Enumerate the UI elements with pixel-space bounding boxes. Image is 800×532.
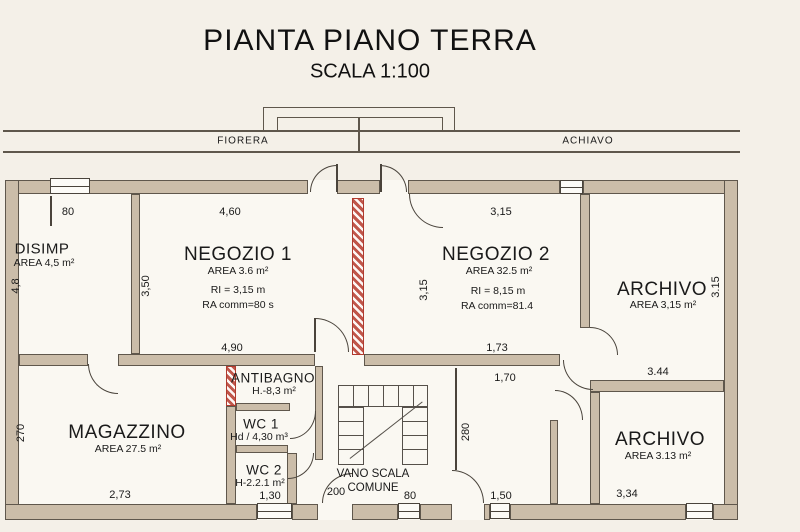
dim-magazzino-height: 270 <box>15 423 27 443</box>
stair-tread-line <box>402 449 428 451</box>
room-label-archivio-top: ARCHIVO <box>616 279 708 300</box>
wall-archivio-divider <box>590 380 724 392</box>
room-label-negozio2: NEGOZIO 2 <box>442 244 550 265</box>
wall-archivio-bottom-left <box>590 392 600 504</box>
dim-negozio2-left: 3,15 <box>418 279 430 301</box>
wall-disimp-negozio1 <box>131 194 140 354</box>
facade-strip-top-line <box>3 130 740 132</box>
stair-tread-line <box>338 449 364 451</box>
room-area-archivio-top: AREA 3,15 m² <box>629 299 697 311</box>
room-ri-negozio1: RI = 3,15 m <box>210 284 266 296</box>
room-note-antibagno: H.-8,3 m² <box>252 385 296 397</box>
room-label-wc1: WC 1 <box>243 416 279 432</box>
dim-midroom-top: 1,70 <box>494 372 516 384</box>
room-label-wc2: WC 2 <box>246 462 282 478</box>
page-title: PIANTA PIANO TERRA <box>203 24 537 57</box>
dim-negozio2-bottom: 1,73 <box>486 342 508 354</box>
stair-tread-line <box>368 385 370 407</box>
stair-tread-line <box>398 385 400 407</box>
wall-row1-bottom-a <box>19 354 88 366</box>
room-area-negozio2: AREA 32.5 m² <box>465 265 533 277</box>
room-area-magazzino: AREA 27.5 m² <box>94 443 162 455</box>
outer-wall-bottom-5 <box>484 504 490 520</box>
facade-label-achiavo: ACHIAVO <box>562 135 614 147</box>
door-arc-entrance-left <box>310 165 337 192</box>
room-ra-negozio1: RA comm=80 s <box>202 299 274 311</box>
outer-wall-bottom-7 <box>713 504 738 520</box>
wall-wcblock-stair <box>315 366 323 460</box>
dim-midroom-height: 280 <box>460 422 472 442</box>
canopy-divider-line <box>358 117 360 152</box>
room-area-archivio-bottom: AREA 3.13 m² <box>624 450 692 462</box>
wall-row1-bottom-c <box>364 354 560 366</box>
outer-wall-bottom-3 <box>352 504 398 520</box>
window-witness-line <box>50 196 52 226</box>
outer-wall-right <box>724 180 738 520</box>
outer-wall-bottom-2 <box>292 504 318 520</box>
room-ri-negozio2: RI = 8,15 m <box>470 285 526 297</box>
canopy-inner-outline <box>277 117 443 130</box>
wall-antibagno-wc1 <box>236 403 290 411</box>
outer-wall-bottom-1 <box>5 504 257 520</box>
dim-negozio1-bottom: 4,90 <box>221 342 243 354</box>
outer-wall-bottom-6 <box>510 504 686 520</box>
room-area-disimp: AREA 4,5 m² <box>13 257 75 269</box>
stair-tread-line <box>353 385 355 407</box>
dim-midroom-bottom: 1,50 <box>490 490 512 502</box>
wall-negozio2-archivio <box>580 194 590 328</box>
dim-archivio-top-height: 3.15 <box>710 276 722 298</box>
room-label-vano-scala-2: COMUNE <box>347 482 399 494</box>
outer-wall-bottom-4 <box>420 504 452 520</box>
new-wall-negozio-divider <box>352 198 364 355</box>
dim-magazzino-width: 2,73 <box>109 489 131 501</box>
stair-tread-line <box>402 421 428 423</box>
partition-stair-midroom <box>455 368 457 470</box>
wall-wc1-wc2 <box>236 445 288 453</box>
dim-negozio2-top: 3,15 <box>490 206 512 218</box>
stair-tread-line <box>413 385 415 407</box>
room-label-magazzino: MAGAZZINO <box>68 422 186 443</box>
dim-archivio-bottom-width: 3,34 <box>616 488 638 500</box>
dim-negozio1-top: 4,60 <box>219 206 241 218</box>
room-area-negozio1: AREA 3.6 m² <box>207 265 269 277</box>
outer-wall-top-mid <box>408 180 560 194</box>
room-label-disimp: DISIMP <box>14 240 70 258</box>
stair-tread-line <box>338 435 364 437</box>
outer-wall-left <box>5 180 19 520</box>
room-label-archivio-bottom: ARCHIVO <box>614 429 706 450</box>
dim-disimp-window: 80 <box>61 206 75 218</box>
new-wall-antibagno <box>226 366 236 406</box>
room-ra-negozio2: RA comm=81.4 <box>460 300 534 312</box>
entrance-left-door-leaf <box>336 164 338 192</box>
entrance-center-pier <box>337 180 380 194</box>
room-note-wc1: Hd / 4,30 m³ <box>230 431 288 443</box>
wall-midroom-right <box>550 420 558 504</box>
window-bottom-archivio <box>686 503 713 519</box>
window-top-disimp <box>50 178 90 194</box>
dim-rear-window: 80 <box>403 490 417 502</box>
room-label-antibagno: ANTIBAGNO <box>230 370 316 386</box>
wall-row1-bottom-b <box>118 354 315 366</box>
stair-tread-line <box>402 435 428 437</box>
facade-label-fiorera: FIORERA <box>217 135 269 147</box>
window-bottom-wc2 <box>257 503 292 519</box>
room-note-wc2: H-2.2.1 m² <box>235 477 285 489</box>
dim-disimp-height: 4,8 <box>10 278 22 294</box>
stair-tread-line <box>383 385 385 407</box>
room-label-vano-scala: VANO SCALA <box>336 468 410 480</box>
outer-wall-top-right <box>583 180 738 194</box>
wall-magazzino-wc <box>226 406 236 504</box>
page-subtitle: SCALA 1:100 <box>309 60 431 83</box>
facade-strip-bottom-line <box>3 151 740 153</box>
dim-negozio1-left: 3,50 <box>140 275 152 297</box>
stair-tread-line <box>338 421 364 423</box>
room-label-negozio1: NEGOZIO 1 <box>184 244 292 265</box>
door-arc-entrance-right <box>380 165 407 192</box>
window-bottom-midroom <box>490 503 510 519</box>
dim-wc2-width: 1,30 <box>259 490 281 502</box>
window-bottom-stair <box>398 503 420 519</box>
window-top-negozio2 <box>560 180 583 194</box>
dim-archivio-top-width: 3.44 <box>647 366 669 378</box>
dim-stair-door: 200 <box>326 486 346 498</box>
